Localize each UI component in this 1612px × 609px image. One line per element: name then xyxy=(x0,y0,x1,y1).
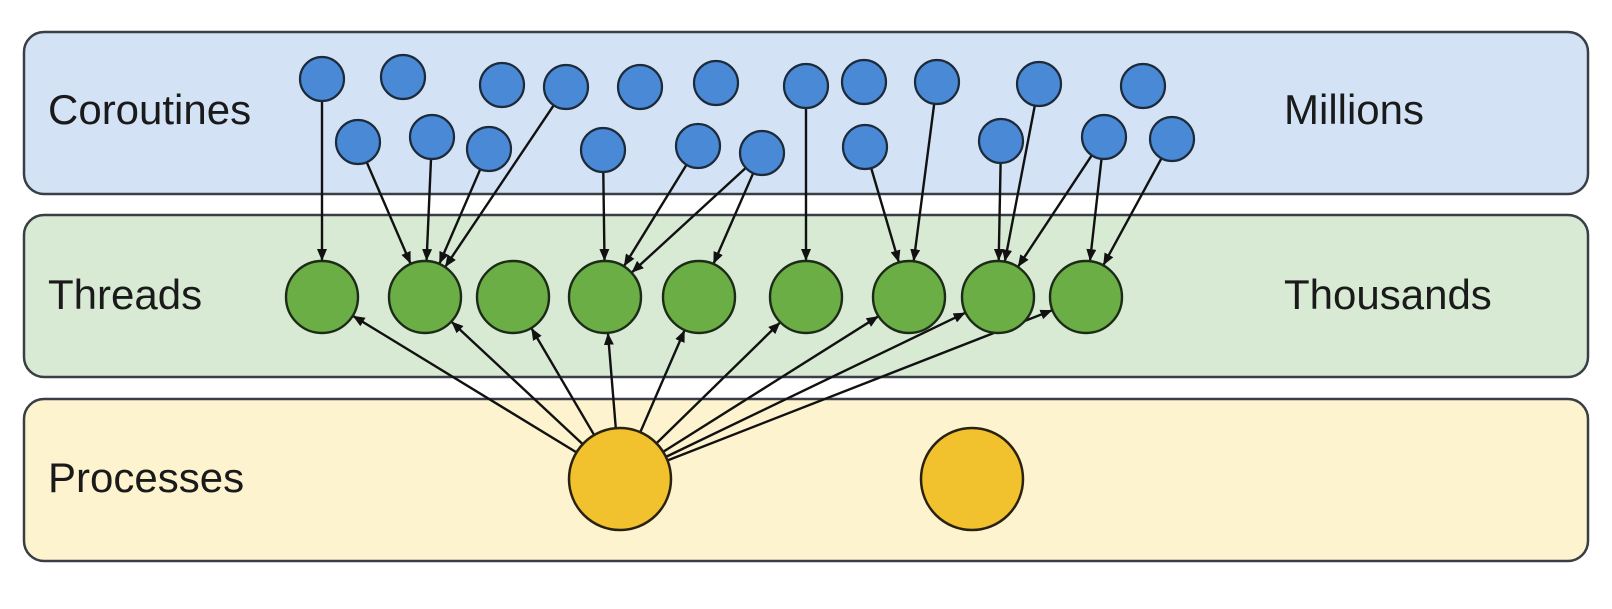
coroutine-to-thread-arrow xyxy=(438,168,482,264)
coroutine-to-thread-arrow xyxy=(1086,158,1103,262)
thread-node xyxy=(1048,259,1124,335)
coroutines-label: Coroutines xyxy=(48,86,251,133)
thread-node xyxy=(567,259,643,335)
thread-node xyxy=(284,259,360,335)
coroutine-to-thread-arrow xyxy=(444,104,555,268)
coroutine-to-thread-arrow xyxy=(1002,105,1036,262)
edges-layer xyxy=(317,101,1163,464)
thread-node xyxy=(475,259,551,335)
process-to-thread-arrow xyxy=(530,328,599,441)
thread-node xyxy=(661,259,737,335)
coroutine-node xyxy=(674,122,722,170)
process-to-thread-arrow xyxy=(636,329,686,439)
coroutine-to-thread-arrow xyxy=(365,161,412,264)
coroutine-to-thread-arrow xyxy=(422,158,433,261)
coroutine-node xyxy=(616,63,664,111)
threads-label: Threads xyxy=(48,271,202,318)
thread-node xyxy=(871,259,947,335)
thread-node xyxy=(960,259,1036,335)
coroutine-node xyxy=(579,126,627,174)
coroutine-to-thread-arrow xyxy=(712,172,755,265)
coroutine-node xyxy=(298,55,346,103)
processes-band xyxy=(22,397,1590,563)
processes-label: Processes xyxy=(48,454,244,501)
coroutine-node xyxy=(692,59,740,107)
process-to-thread-arrow xyxy=(657,315,879,457)
thread-node xyxy=(768,259,844,335)
coroutine-to-thread-arrow xyxy=(599,171,610,261)
nodes-layer xyxy=(284,53,1196,532)
coroutine-to-thread-arrow xyxy=(1017,154,1093,268)
coroutine-node xyxy=(1080,113,1128,161)
threads-count-label: Thousands xyxy=(1284,271,1492,318)
coroutine-to-thread-arrow xyxy=(910,103,936,262)
coroutine-node xyxy=(379,53,427,101)
coroutine-node xyxy=(738,129,786,177)
coroutine-node xyxy=(1119,62,1167,110)
coroutine-node xyxy=(334,118,382,166)
process-to-thread-arrow xyxy=(352,315,583,457)
coroutine-to-thread-arrow xyxy=(1102,157,1163,266)
coroutine-node xyxy=(408,113,456,161)
process-to-thread-arrow xyxy=(451,321,588,450)
process-node xyxy=(919,426,1025,532)
coroutine-to-thread-arrow xyxy=(993,162,1004,261)
coroutine-to-thread-arrow xyxy=(870,167,901,263)
coroutines-count-label: Millions xyxy=(1284,86,1424,133)
coroutine-node xyxy=(478,61,526,109)
process-to-thread-arrow xyxy=(603,332,618,435)
coroutine-node xyxy=(1015,60,1063,108)
coroutine-node xyxy=(1148,115,1196,163)
coroutine-node xyxy=(977,117,1025,165)
process-to-thread-arrow xyxy=(659,312,966,461)
coroutine-to-thread-arrow xyxy=(631,167,747,273)
coroutine-node xyxy=(913,58,961,106)
coroutine-to-thread-arrow xyxy=(623,164,688,267)
process-to-thread-arrow xyxy=(661,309,1053,464)
process-to-thread-arrow xyxy=(651,322,781,449)
thread-node xyxy=(387,259,463,335)
process-node xyxy=(567,426,673,532)
coroutine-node xyxy=(465,125,513,173)
coroutine-node xyxy=(782,62,830,110)
coroutine-node xyxy=(542,63,590,111)
coroutine-node xyxy=(841,123,889,171)
coroutine-node xyxy=(840,58,888,106)
